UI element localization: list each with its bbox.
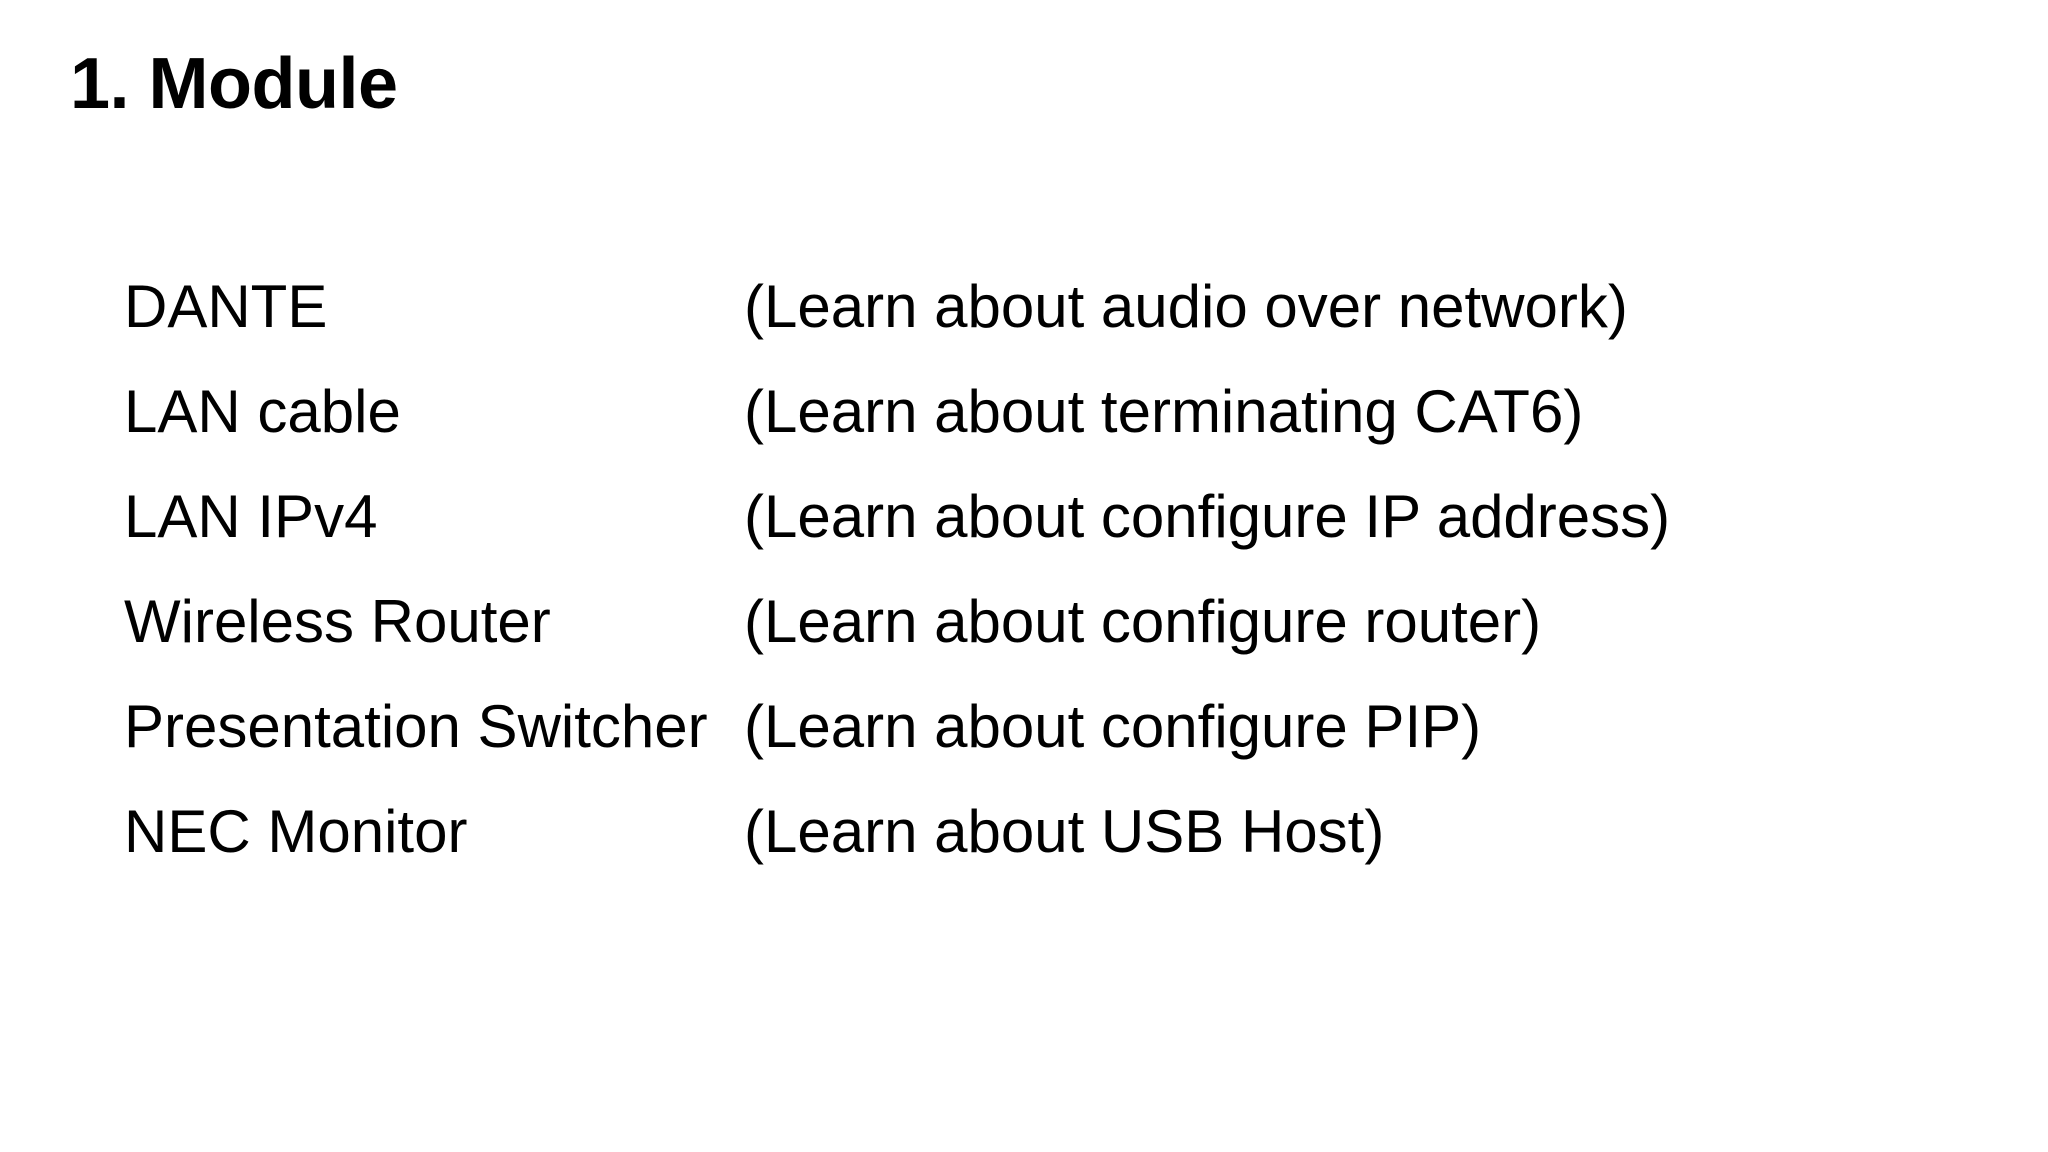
module-list-item: Presentation Switcher (Learn about confi… [124, 694, 1924, 799]
module-name: NEC Monitor [124, 798, 468, 865]
module-name: DANTE [124, 273, 328, 340]
module-name: Presentation Switcher [124, 693, 708, 760]
module-note: (Learn about audio over network) [744, 273, 1628, 340]
module-list-item: LAN IPv4 (Learn about configure IP addre… [124, 484, 1924, 589]
module-note: (Learn about configure router) [744, 588, 1542, 655]
module-name: LAN cable [124, 378, 401, 445]
module-note: (Learn about configure PIP) [744, 693, 1482, 760]
module-note: (Learn about terminating CAT6) [744, 378, 1584, 445]
module-name: Wireless Router [124, 588, 551, 655]
module-list-item: Wireless Router (Learn about configure r… [124, 589, 1924, 694]
module-note: (Learn about configure IP address) [744, 483, 1671, 550]
module-list: DANTE (Learn about audio over network) L… [124, 274, 1924, 904]
module-list-item: DANTE (Learn about audio over network) [124, 274, 1924, 379]
module-note: (Learn about USB Host) [744, 798, 1385, 865]
module-list-item: NEC Monitor (Learn about USB Host) [124, 799, 1924, 904]
module-list-item: LAN cable (Learn about terminating CAT6) [124, 379, 1924, 484]
module-name: LAN IPv4 [124, 483, 378, 550]
slide-title: 1. Module [70, 44, 398, 124]
